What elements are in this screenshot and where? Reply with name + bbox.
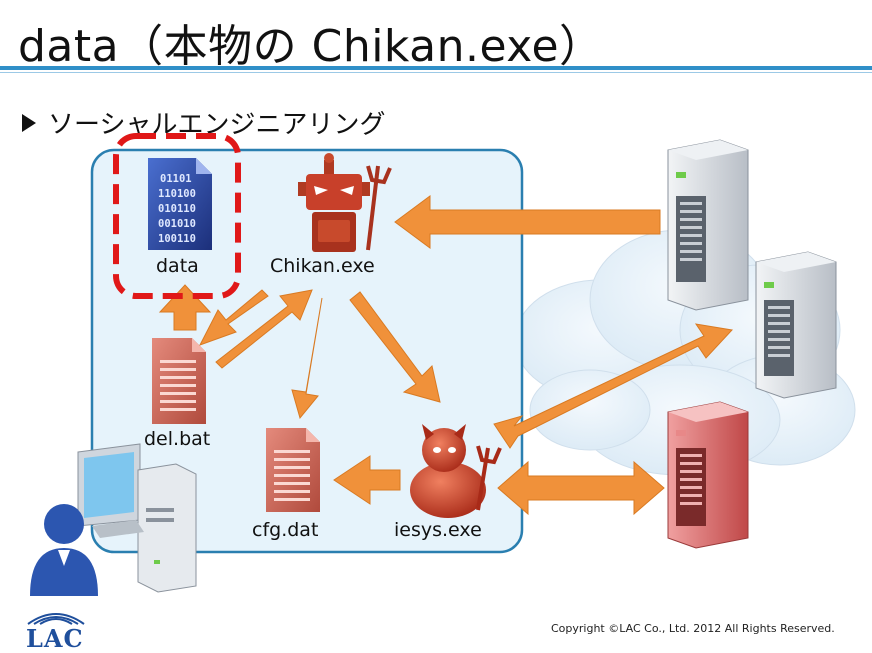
script-file-icon — [152, 338, 206, 424]
robot-devil-icon — [298, 153, 392, 252]
svg-text:010110: 010110 — [158, 203, 196, 215]
binary-document-icon: 01101 110100 010110 001010 100110 — [148, 158, 212, 250]
devil-icon — [410, 424, 502, 518]
lac-logo: LAC — [26, 610, 86, 653]
config-file-icon — [266, 428, 320, 512]
lac-logo-arcs-icon — [27, 613, 85, 625]
lac-logo-text: LAC — [26, 624, 84, 653]
user-at-computer-icon — [30, 443, 197, 596]
arrow-iesys-to-cfgdat — [333, 455, 401, 505]
arrow-iesys-cloud-server — [493, 323, 733, 449]
arrow-iesys-red-server — [497, 460, 665, 516]
title-underline-thin — [0, 72, 872, 73]
arrow-chikan-to-delbat — [198, 289, 269, 346]
server-icon — [667, 139, 749, 311]
node-label-chikan: Chikan.exe — [270, 255, 375, 277]
bullet-item: ソーシャルエンジニアリング — [22, 104, 385, 141]
data-highlight-frame — [113, 133, 241, 299]
arrow-chikan-to-cfgdat — [291, 297, 323, 420]
svg-text:01101: 01101 — [160, 173, 192, 185]
node-label-data: data — [156, 255, 199, 277]
copyright-text: Copyright ©LAC Co., Ltd. 2012 All Rights… — [551, 622, 835, 635]
svg-text:100110: 100110 — [158, 233, 196, 245]
arrow-server-to-chikan — [394, 195, 661, 249]
infected-pc-boundary — [90, 148, 524, 554]
svg-text:001010: 001010 — [158, 218, 196, 230]
node-label-iesys: iesys.exe — [394, 519, 482, 541]
flow-arrows — [158, 195, 733, 516]
arrow-chikan-to-iesys — [349, 291, 441, 403]
malicious-server-icon — [667, 401, 749, 549]
node-label-delbat: del.bat — [144, 428, 211, 450]
svg-text:110100: 110100 — [158, 188, 196, 200]
arrow-delbat-to-chikan — [215, 289, 313, 369]
title-underline — [0, 66, 872, 70]
bullet-text: ソーシャルエンジニアリング — [48, 110, 386, 140]
node-label-cfgdat: cfg.dat — [252, 519, 319, 541]
slide-title: data（本物の Chikan.exe） — [18, 21, 604, 72]
bullet-arrow-icon — [22, 113, 36, 132]
server-icon — [755, 251, 837, 399]
